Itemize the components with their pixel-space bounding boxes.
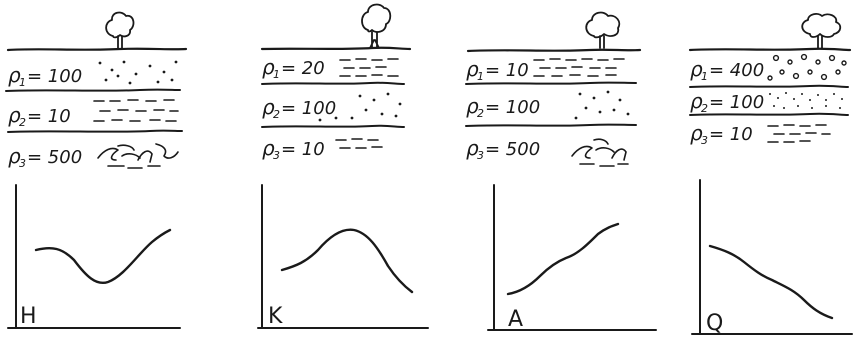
layer-boundary-2 (7, 129, 183, 133)
rho-subscript: 1 (701, 70, 708, 83)
rho-subscript: 1 (273, 68, 280, 81)
sounding-plot-K: K (257, 184, 429, 329)
sounding-plot-Q: Q (691, 179, 853, 336)
texture-dashes (533, 58, 625, 77)
resistivity-value: = 10 (485, 60, 529, 81)
resistivity-value: = 100 (485, 97, 540, 118)
panel-H: ρ 1 = 100 ρ 2 = 10 ρ 3 = 500 (5, 11, 188, 329)
resistivity-value: = 10 (27, 106, 71, 127)
tree-icon (801, 13, 842, 49)
ground-surface-line (260, 46, 412, 51)
layer-boundary-2 (465, 123, 637, 127)
panel-K: ρ 1 = 20 ρ 2 = 100 ρ 3 = 10 K (257, 3, 429, 329)
sounding-curve (708, 244, 834, 320)
texture-dots (574, 90, 630, 120)
texture-dashes (767, 124, 831, 143)
texture-dashes (339, 58, 399, 77)
texture-dashes (93, 99, 179, 122)
curve-type-label: Q (706, 311, 723, 336)
resistivity-value: = 10 (281, 139, 325, 160)
texture-dots (98, 60, 178, 85)
rho-symbol: ρ (690, 57, 703, 81)
rho-symbol: ρ (466, 136, 479, 160)
layer-boundary-2 (689, 112, 849, 116)
resistivity-value: = 20 (281, 58, 325, 79)
resistivity-value: = 100 (27, 66, 82, 87)
panel-A: ρ 1 = 10 ρ 2 = 100 ρ 3 = 500 A (465, 11, 657, 332)
resistivity-value: = 10 (709, 124, 753, 145)
curve-type-label: H (20, 304, 37, 329)
rho-subscript: 2 (701, 102, 708, 115)
rho-subscript: 3 (477, 149, 484, 162)
resistivity-value: = 100 (281, 98, 336, 119)
layer-boundary-1 (5, 88, 181, 92)
resistivity-value: = 500 (485, 139, 540, 160)
sounding-plot-H: H (7, 184, 181, 329)
rho-symbol: ρ (690, 89, 703, 113)
resistivity-value: = 500 (27, 147, 82, 168)
rho-symbol: ρ (466, 94, 479, 118)
tree-icon (585, 11, 621, 49)
rho-symbol: ρ (8, 63, 21, 87)
rho-symbol: ρ (262, 55, 275, 79)
sounding-plot-A: A (487, 184, 657, 332)
curve-type-label: K (268, 304, 283, 329)
texture-rock (571, 138, 629, 167)
layer-boundary-1 (689, 84, 849, 88)
ground-surface-line (466, 48, 642, 53)
resistivity-value: = 400 (709, 60, 764, 81)
rho-subscript: 2 (273, 108, 280, 121)
texture-dashes (335, 138, 383, 149)
ground-surface-line (6, 47, 188, 52)
tree-icon (105, 11, 135, 49)
rho-subscript: 3 (701, 134, 708, 147)
layer-boundary-1 (465, 81, 637, 85)
rho-subscript: 2 (19, 116, 26, 129)
rho-symbol: ρ (262, 136, 275, 160)
sounding-curve (506, 222, 620, 296)
texture-dots (318, 92, 402, 122)
curve-type-label: A (508, 307, 523, 332)
sounding-curve (34, 228, 172, 285)
layer-boundary-1 (261, 81, 405, 85)
resistivity-value: = 100 (709, 92, 764, 113)
rho-subscript: 3 (273, 149, 280, 162)
rho-subscript: 1 (477, 70, 484, 83)
sounding-curve (280, 228, 414, 294)
rho-symbol: ρ (8, 103, 21, 127)
rho-symbol: ρ (262, 95, 275, 119)
rho-symbol: ρ (8, 144, 21, 168)
layer-boundary-2 (261, 124, 405, 128)
tree-icon (361, 3, 392, 49)
rho-subscript: 2 (477, 107, 484, 120)
texture-gravel (767, 53, 847, 81)
rho-symbol: ρ (690, 121, 703, 145)
rho-symbol: ρ (466, 57, 479, 81)
panel-Q: ρ 1 = 400 ρ 2 = 100 ρ 3 = 10 (688, 13, 853, 336)
texture-fine-dots (769, 92, 843, 109)
ground-surface-line (688, 47, 852, 52)
rho-subscript: 3 (19, 157, 26, 170)
rho-subscript: 1 (19, 76, 26, 89)
texture-rock (97, 143, 179, 169)
